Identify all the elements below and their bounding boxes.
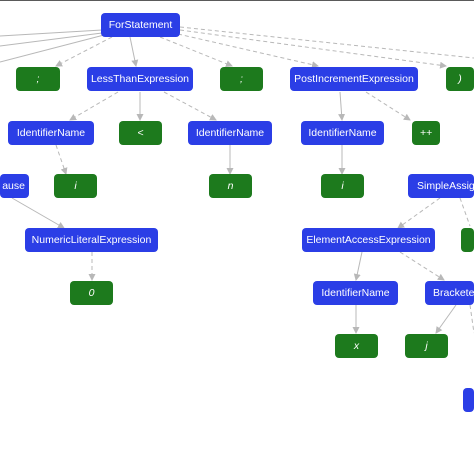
edge-elementaccess-bracketed xyxy=(399,251,445,281)
edge-elementaccess-ident-x xyxy=(353,251,363,281)
top-border xyxy=(0,0,474,1)
edge-assign-offscreen xyxy=(459,197,471,227)
node-identifier-name-x[interactable]: IdentifierName xyxy=(313,281,398,305)
edge-for-lessthan xyxy=(129,36,139,67)
node-clause-partial[interactable]: ause xyxy=(0,174,29,198)
node-token-x[interactable]: x xyxy=(335,334,378,358)
edge-offscreen-1 xyxy=(0,29,103,37)
edge-lessthan-ident-n xyxy=(163,91,217,121)
node-simple-assignment-partial[interactable]: SimpleAssig xyxy=(408,174,474,198)
edge-assign-elementaccess xyxy=(397,197,441,229)
node-less-than-expression[interactable]: LessThanExpression xyxy=(87,67,193,91)
node-semicolon-left[interactable]: ; xyxy=(16,67,60,91)
edge-post-plusplus xyxy=(365,91,411,121)
node-for-statement[interactable]: ForStatement xyxy=(101,13,180,37)
node-less-than-token[interactable]: < xyxy=(119,121,162,145)
node-identifier-name-n[interactable]: IdentifierName xyxy=(188,121,272,145)
node-token-i-right[interactable]: i xyxy=(321,174,364,198)
edge-offscreen-3 xyxy=(0,34,105,63)
node-plus-plus-token[interactable]: ++ xyxy=(412,121,440,145)
node-post-increment-expression[interactable]: PostIncrementExpression xyxy=(290,67,418,91)
edge-bracketed-j xyxy=(435,304,457,334)
node-identifier-name-post[interactable]: IdentifierName xyxy=(301,121,384,145)
edge-for-close-paren xyxy=(179,29,447,69)
edge-for-semicolon-left xyxy=(55,36,113,67)
edge-lessthan-ident xyxy=(69,91,119,121)
node-token-partial-right[interactable] xyxy=(461,228,474,252)
edge-offscreen-2 xyxy=(0,32,103,47)
edge-for-postincrement xyxy=(177,33,319,69)
node-token-n[interactable]: n xyxy=(209,174,252,198)
node-close-paren[interactable]: ) xyxy=(446,67,474,91)
node-bracketed-partial[interactable]: Bracketed xyxy=(425,281,474,305)
node-token-zero[interactable]: 0 xyxy=(70,281,113,305)
node-element-access-expression[interactable]: ElementAccessExpression xyxy=(302,228,435,252)
node-token-j[interactable]: j xyxy=(405,334,448,358)
edge-offscreen-right xyxy=(179,26,474,59)
edge-ident-i-left xyxy=(55,144,68,175)
edge-clause-numeric xyxy=(11,197,65,229)
edge-for-semicolon-mid xyxy=(159,36,233,68)
edge-post-ident xyxy=(338,91,346,121)
node-identifier-name-i[interactable]: IdentifierName xyxy=(8,121,94,145)
node-token-i-left[interactable]: i xyxy=(54,174,97,198)
node-semicolon-mid[interactable]: ; xyxy=(220,67,263,91)
node-numeric-literal-expression[interactable]: NumericLiteralExpression xyxy=(25,228,158,252)
edge-bracketed-offscreen xyxy=(469,304,474,334)
node-syntax-partial-bottom[interactable] xyxy=(463,388,474,412)
